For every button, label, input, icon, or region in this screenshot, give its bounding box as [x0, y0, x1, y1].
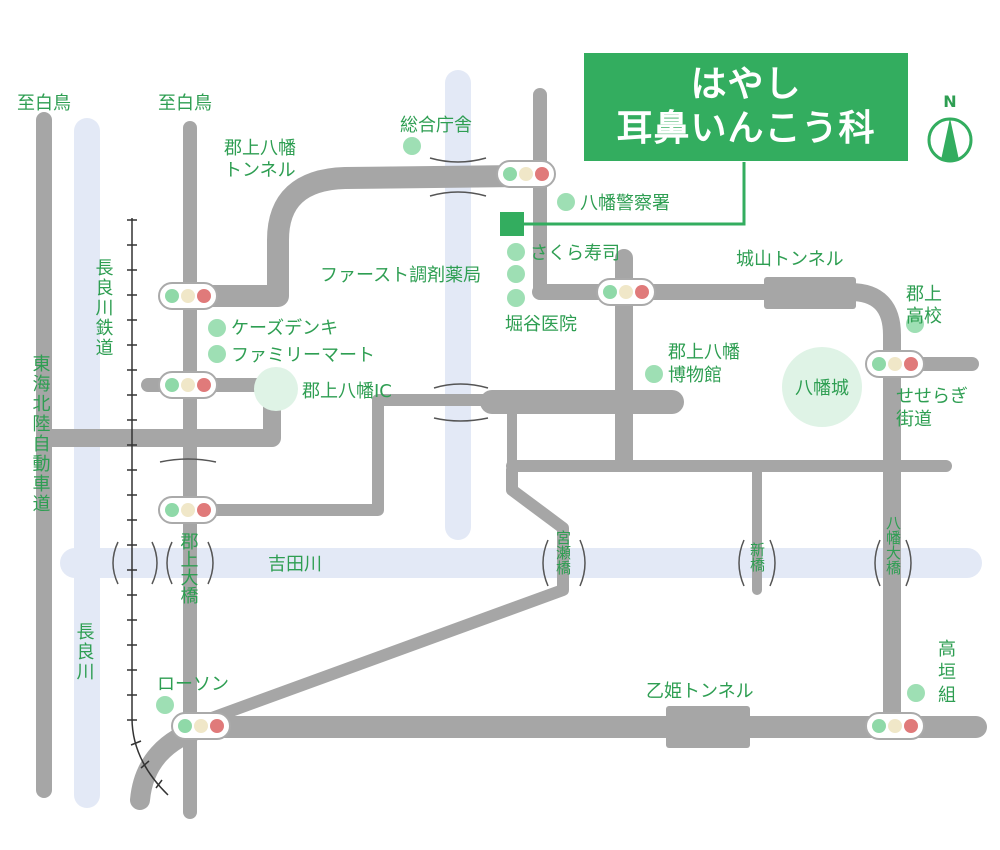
- clinic-location-marker: [500, 212, 524, 236]
- road-central: [184, 394, 678, 516]
- railway: [127, 218, 169, 796]
- label-shin-bashi: 新橋: [748, 542, 766, 572]
- label-kogaki-line1: 高: [938, 639, 956, 660]
- direction-left-inner: 至白鳥: [158, 93, 212, 114]
- label-shiroyama-tunnel: 城山トンネル: [736, 249, 844, 270]
- gujo-ic-marker: [254, 367, 298, 411]
- dot-first-pharmacy: [507, 265, 525, 283]
- clinic-leader-line: [524, 162, 746, 226]
- label-museum-line2: 博物館: [668, 365, 722, 386]
- river-north-band: [445, 70, 471, 540]
- label-lawson: ローソン: [157, 674, 229, 695]
- label-family-mart: ファミリーマート: [231, 345, 375, 366]
- bridge-miyase-l: [542, 539, 549, 587]
- railway-ties: [127, 219, 163, 789]
- bridge-north-top: [429, 157, 487, 163]
- road-miyase: [184, 464, 569, 732]
- dot-sogo-chosha: [403, 137, 421, 155]
- label-railway: 長良川鉄道: [93, 258, 114, 358]
- label-seseragi-line1: せせらぎ: [896, 386, 968, 407]
- traffic-lights: [158, 160, 925, 740]
- bridge-marks: [112, 157, 912, 587]
- bridge-gujo-l: [166, 541, 173, 585]
- bridge-left-top: [159, 458, 217, 463]
- clinic-name-line2: 耳鼻いんこう科: [616, 108, 876, 149]
- label-high-school-line1: 郡上: [906, 284, 942, 305]
- direction-left-outer: 至白鳥: [17, 93, 71, 114]
- yoshida-river-band: [60, 548, 982, 578]
- bridge-exp-l: [112, 541, 119, 585]
- dot-ks-denki: [208, 319, 226, 337]
- dot-horiya: [507, 289, 525, 307]
- clinic-name-line1: はやし: [690, 64, 802, 105]
- traffic-light: [865, 350, 925, 378]
- bridge-miyase-r: [579, 539, 586, 587]
- label-kogaki-line2: 垣: [938, 662, 956, 683]
- clinic-title-box: はやし 耳鼻いんこう科: [583, 52, 909, 162]
- bridge-central-top: [433, 383, 489, 389]
- traffic-light: [865, 712, 925, 740]
- bridge-hachiman-l: [874, 539, 881, 587]
- dot-police: [557, 193, 575, 211]
- label-police: 八幡警察署: [580, 193, 670, 214]
- label-high-school-line2: 高校: [906, 306, 942, 327]
- nagara-river-band: [74, 118, 100, 808]
- label-first-pharmacy: ファースト調剤薬局: [320, 265, 481, 286]
- dot-high-school: [906, 315, 924, 333]
- bridge-central-bot: [433, 417, 489, 422]
- label-miyase-bashi: 宮瀬橋: [554, 530, 572, 575]
- traffic-light: [596, 278, 656, 306]
- landmark-dots: [156, 137, 925, 714]
- label-ks-denki: ケーズデンキ: [231, 318, 338, 339]
- roads: [36, 88, 987, 819]
- bridge-north-bot: [429, 191, 487, 197]
- label-otohime-tunnel: 乙姫トンネル: [646, 681, 754, 702]
- tunnel-label-line2: トンネル: [224, 160, 296, 181]
- traffic-light: [158, 371, 218, 399]
- castle-area: [782, 347, 862, 427]
- traffic-light: [496, 160, 556, 188]
- bridge-hachiman-r: [905, 539, 912, 587]
- bridge-exp-r: [151, 541, 158, 585]
- label-museum-line1: 郡上八幡: [668, 342, 740, 363]
- label-sogo-chosha: 総合庁舎: [400, 115, 472, 136]
- dot-museum: [645, 365, 663, 383]
- bridge-shin-l: [738, 539, 745, 587]
- label-expressway: 東海北陸自動車道: [30, 354, 51, 514]
- label-horiya: 堀谷医院: [505, 314, 577, 335]
- traffic-light: [171, 712, 231, 740]
- traffic-light: [158, 496, 218, 524]
- shiroyama-tunnel-portal: [764, 277, 856, 309]
- compass-label: N: [943, 92, 956, 111]
- label-kogaki-line3: 組: [938, 685, 956, 706]
- dot-family-mart: [208, 345, 226, 363]
- compass-icon: N: [927, 92, 973, 163]
- label-yoshida-river: 吉田川: [268, 554, 322, 575]
- otohime-tunnel-portal: [666, 706, 750, 748]
- traffic-light: [158, 282, 218, 310]
- label-gujo-ohashi: 郡上大橋: [178, 532, 199, 605]
- dot-lawson: [156, 696, 174, 714]
- labels: 至白鳥 至白鳥 郡上八幡 トンネル 総合庁舎 八幡警察署 さくら寿司 ファースト…: [17, 93, 968, 702]
- label-sakura-sushi: さくら寿司: [530, 243, 620, 264]
- label-gujo-ic: 郡上八幡IC: [302, 381, 392, 402]
- tunnel-label-line1: 郡上八幡: [224, 138, 296, 159]
- label-hachiman-ohashi: 八幡大橋: [884, 515, 902, 575]
- label-seseragi-line2: 街道: [896, 409, 932, 430]
- dot-kogaki: [907, 684, 925, 702]
- bridge-gujo-r: [207, 541, 214, 585]
- bridge-shin-r: [769, 539, 776, 587]
- label-nagara-river: 長良川: [74, 622, 95, 682]
- vertical-labels: 東海北陸自動車道 長良川鉄道 長良川 郡上大橋 宮瀬橋 新橋 八幡大橋 高 垣 …: [30, 258, 957, 706]
- road-tunnel-curve: [179, 165, 531, 307]
- dot-sakura-sushi: [507, 243, 525, 261]
- label-castle: 八幡城: [795, 378, 849, 399]
